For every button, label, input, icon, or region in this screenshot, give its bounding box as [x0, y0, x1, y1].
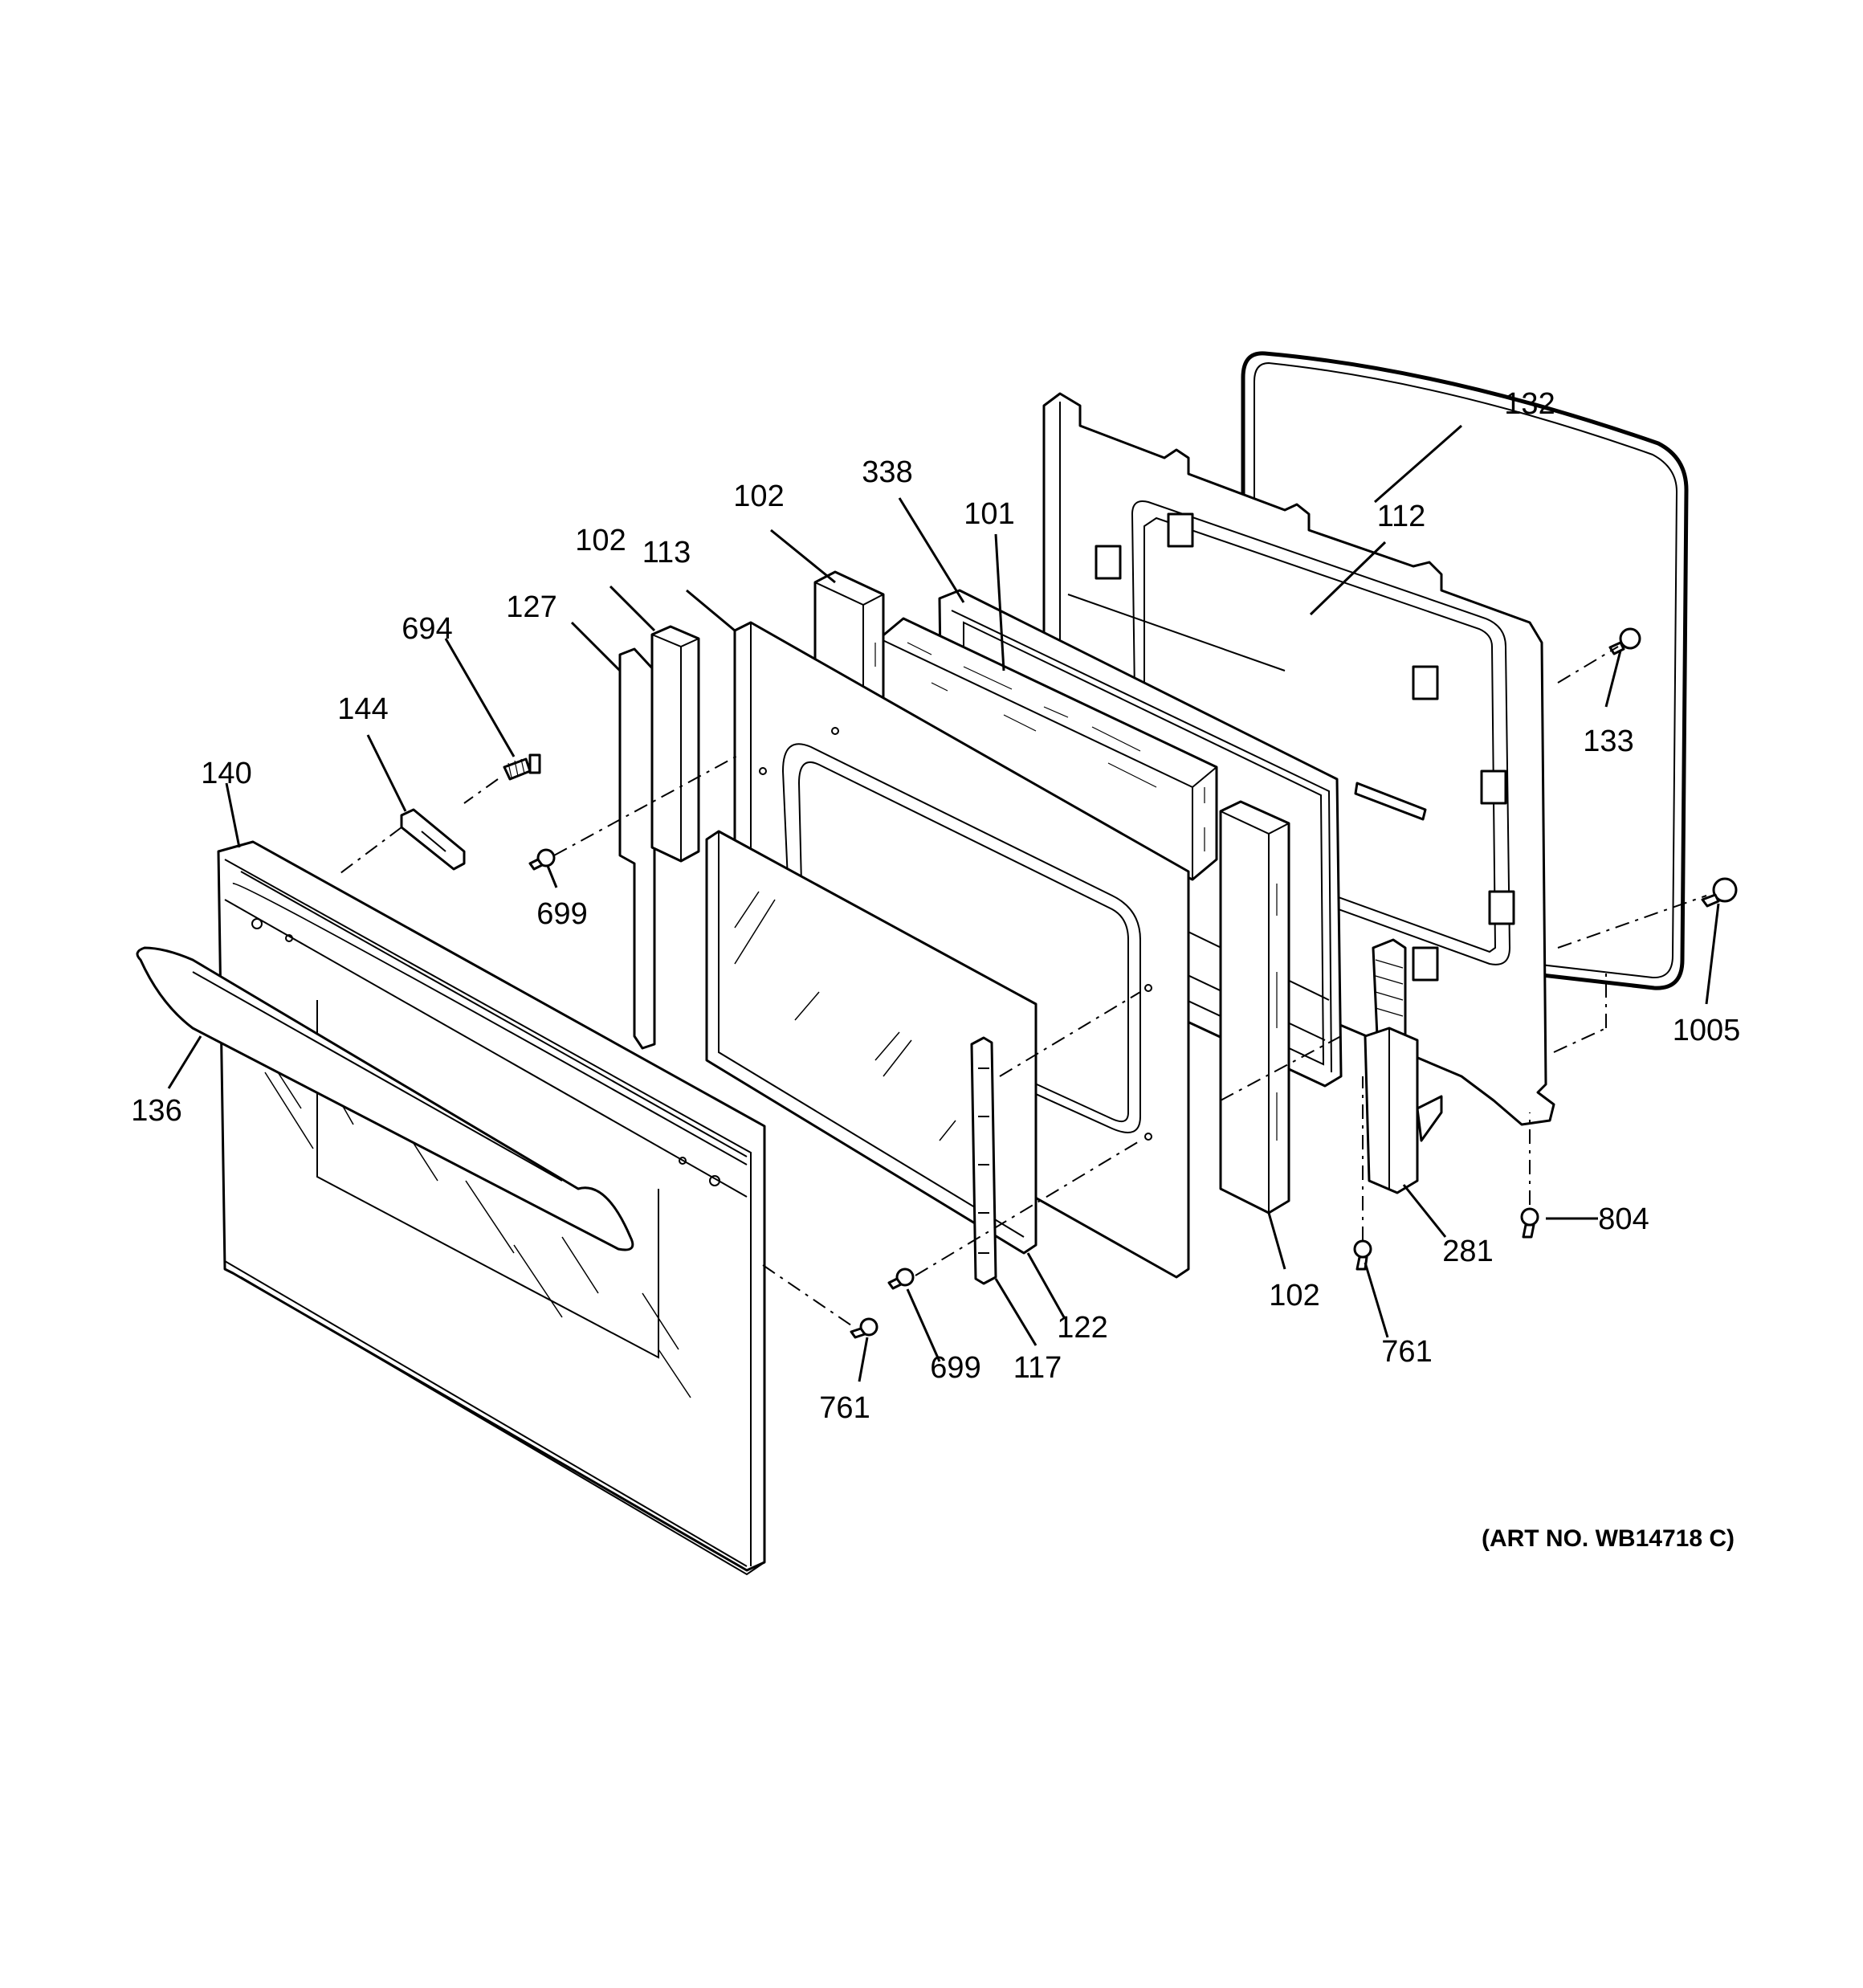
assembly-lines [336, 646, 1707, 1326]
leader-lines [167, 424, 1720, 1382]
callout-101: 101 [964, 497, 1014, 531]
insulation-strip-102-left [650, 625, 700, 863]
hinge-strip-117 [970, 1036, 997, 1285]
callout-122: 122 [1057, 1311, 1107, 1345]
callout-694: 694 [402, 612, 452, 646]
screw-699-bottom [887, 1268, 915, 1290]
callout-281: 281 [1442, 1235, 1493, 1268]
callout-132: 132 [1504, 387, 1555, 421]
callout-804: 804 [1598, 1202, 1649, 1236]
screw-133 [1608, 627, 1641, 655]
screw-694 [503, 753, 541, 781]
callout-127: 127 [506, 590, 556, 624]
screw-761-left [850, 1317, 879, 1339]
screw-761-right [1353, 1239, 1372, 1271]
callout-699-left: 699 [536, 897, 587, 931]
hinge-281 [1364, 938, 1443, 1194]
callout-338: 338 [862, 455, 912, 489]
callout-761-left: 761 [819, 1391, 870, 1425]
door-glass-122 [705, 830, 1037, 1255]
door-handle-136 [136, 946, 634, 1251]
insulation-strip-102-right [1219, 800, 1290, 1214]
screw-804 [1520, 1207, 1539, 1239]
screw-699-left [528, 848, 556, 871]
callout-102-bottom: 102 [1269, 1279, 1319, 1312]
callout-140: 140 [201, 757, 251, 790]
bracket-144 [400, 808, 466, 871]
callout-102-top: 102 [733, 480, 784, 513]
callout-144: 144 [337, 692, 388, 726]
art-number: (ART NO. WB14718 C) [1482, 1525, 1735, 1552]
callout-112: 112 [1377, 500, 1426, 533]
callout-102-left: 102 [575, 524, 626, 557]
callout-113: 113 [642, 536, 691, 569]
callout-1005: 1005 [1673, 1014, 1741, 1047]
outer-door-panel-140 [217, 840, 766, 1576]
callout-labels: 132 112 133 1005 338 101 102 102 113 127… [131, 387, 1740, 1425]
duct-plate-127 [618, 647, 656, 1050]
callout-761-right: 761 [1381, 1335, 1432, 1369]
callout-117: 117 [1013, 1351, 1062, 1385]
callout-133: 133 [1583, 725, 1633, 758]
callout-136: 136 [131, 1094, 181, 1128]
screw-1005 [1701, 877, 1738, 908]
callout-699-bottom: 699 [930, 1351, 980, 1385]
